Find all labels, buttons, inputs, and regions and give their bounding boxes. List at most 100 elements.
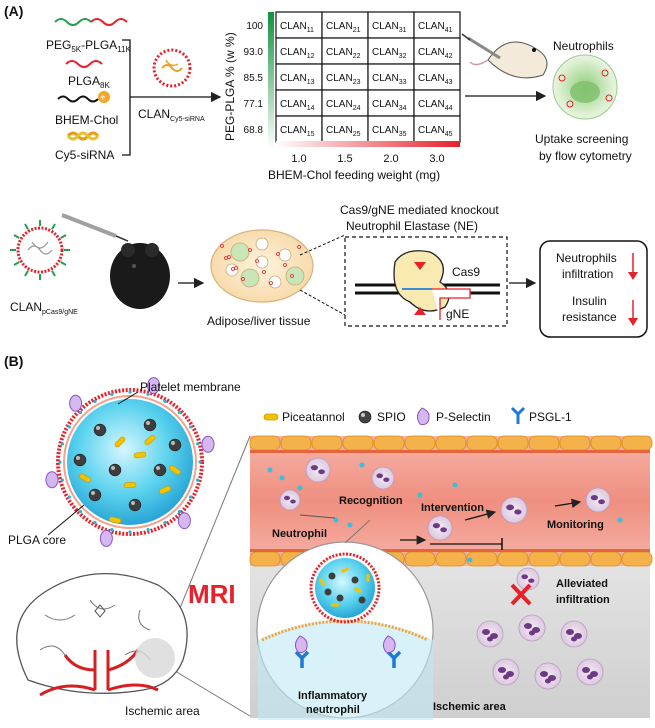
clan-pcas9-nanoparticle	[10, 220, 70, 280]
blocked-cross-icon	[510, 583, 532, 606]
clan-cell: CLAN23	[326, 73, 361, 86]
neutrophil-label: Neutrophil	[272, 528, 327, 540]
alleviated-label: Alleviated	[556, 578, 608, 590]
neutrophil-cell	[427, 515, 453, 541]
knockout-subtitle: Neutrophil Elastase (NE)	[346, 219, 478, 233]
intervention-label: Intervention	[421, 502, 484, 514]
panel-a-label: (A)	[4, 3, 23, 19]
clan-cell: CLAN24	[326, 99, 361, 112]
clan-cell: CLAN32	[372, 47, 407, 60]
legend-spio: SPIO	[377, 410, 406, 424]
clan-cell: CLAN11	[280, 21, 314, 34]
uptake-screening-text: Uptake screening	[535, 132, 628, 146]
tissue-label: Adipose/liver tissue	[207, 314, 311, 328]
outcome-insulin: Insulin	[572, 294, 607, 308]
monitoring-label: Monitoring	[547, 519, 604, 531]
clan-cell: CLAN42	[418, 47, 453, 60]
legend: Piceatannol SPIO P-Selectin PSGL-1	[263, 406, 572, 426]
clan-cell: CLAN33	[372, 73, 407, 86]
panel-b-label: (B)	[4, 353, 23, 369]
plga-core-label: PLGA core	[8, 533, 66, 547]
neutrophils-title: Neutrophils	[553, 39, 614, 53]
y-tick-label: 77.1	[244, 99, 264, 110]
ischemic-area-zone-label: Ischemic area	[433, 701, 507, 713]
neutrophil-cell-icon	[552, 54, 618, 120]
clan-cell: CLAN35	[372, 125, 407, 138]
clan-cell: CLAN44	[418, 99, 453, 112]
clan-cell: CLAN21	[326, 21, 361, 34]
tissue-neutrophil-cell	[492, 658, 520, 686]
x-tick-label: 1.0	[291, 153, 306, 165]
clan-nanoparticle-icon	[152, 48, 192, 88]
tissue-neutrophil-cell	[534, 662, 562, 690]
clan-cell: CLAN45	[418, 125, 453, 138]
plga-label: PLGA8K	[68, 74, 110, 90]
y-tick-label: 93.0	[244, 47, 264, 58]
y-axis-label: PEG-PLGA % (w %)	[223, 32, 237, 141]
p-selectin-icon	[416, 407, 430, 426]
clan-cell: CLAN43	[418, 73, 453, 86]
gne-label: gNE	[446, 307, 469, 321]
psgl-1-icon	[510, 406, 526, 424]
peg-plga-label: PEG5K-PLGA11K	[46, 38, 131, 54]
component-list: PEG5K-PLGA11K PLGA8K + BHEM-Chol Cy5-siR…	[46, 18, 131, 162]
clan-cell: CLAN41	[418, 21, 453, 34]
neutrophil-zoom-label: neutrophil	[306, 704, 360, 716]
black-mouse-icon	[61, 213, 170, 309]
knockout-title: Cas9/gNE mediated knockout	[340, 203, 499, 217]
clan-pcas9-label: CLANpCas9/gNE	[10, 300, 78, 316]
clan-cell: CLAN12	[280, 47, 315, 60]
clan-cy5-label: CLANCy5-siRNA	[138, 107, 205, 123]
cy5-sirna-label: Cy5-siRNA	[55, 148, 114, 162]
cas9-dna-icon	[355, 250, 500, 320]
recognition-label: Recognition	[339, 495, 403, 507]
clan-cell: CLAN14	[280, 99, 315, 112]
x-tick-label: 2.0	[383, 153, 398, 165]
outcome-resistance: resistance	[562, 310, 617, 324]
infiltration-label: infiltration	[556, 594, 610, 606]
neutrophil-cell	[500, 496, 528, 524]
neutrophil-cell	[371, 466, 395, 490]
platelet-membrane-label: Platelet membrane	[140, 380, 241, 394]
adipose-tissue-icon	[210, 229, 314, 303]
x-tick-label: 3.0	[429, 153, 444, 165]
legend-psgl-1: PSGL-1	[529, 410, 572, 424]
y-tick-label: 68.8	[244, 125, 264, 136]
y-tick-label: 100	[246, 21, 263, 32]
x-axis-label: BHEM-Chol feeding weight (mg)	[268, 168, 440, 182]
tissue-neutrophil-cell	[560, 620, 588, 648]
outcome-neutrophils: Neutrophils	[556, 251, 617, 265]
clan-cell: CLAN34	[372, 99, 407, 112]
neutrophil-cell	[279, 489, 301, 511]
bhem-chol-label: BHEM-Chol	[55, 113, 118, 127]
clan-cell: CLAN31	[372, 21, 407, 34]
clan-cell: CLAN25	[326, 125, 361, 138]
brain-icon	[16, 572, 188, 697]
chol-icon	[98, 91, 110, 103]
flow-cytometry-text: by flow cytometry	[539, 149, 632, 163]
outcome-box	[539, 240, 648, 338]
tissue-neutrophil-cell	[576, 658, 604, 686]
x-tick-label: 1.5	[337, 153, 352, 165]
tissue-neutrophil-cell	[518, 614, 546, 642]
spio-icon	[358, 410, 372, 424]
blood-vessel-scene	[249, 435, 653, 718]
binding-zoom-circle	[256, 541, 434, 720]
outcome-infiltration: infiltration	[562, 267, 613, 281]
mri-label: MRI	[188, 579, 236, 609]
legend-piceatannol: Piceatannol	[282, 410, 345, 424]
neutrophil-cell	[305, 457, 331, 483]
piceatannol-icon	[263, 413, 279, 421]
cas9-label: Cas9	[452, 265, 480, 279]
clan-cell: CLAN15	[280, 125, 315, 138]
x-ticks: 1.0 1.5 2.0 3.0	[291, 153, 444, 165]
clan-cell: CLAN13	[280, 73, 315, 86]
ischemic-area-brain-label: Ischemic area	[125, 704, 200, 718]
neutrophil-cell	[585, 487, 611, 513]
legend-p-selectin: P-Selectin	[436, 410, 491, 424]
platelet-nanoparticle	[45, 377, 215, 547]
inflammatory-label: Inflammatory	[298, 690, 368, 702]
